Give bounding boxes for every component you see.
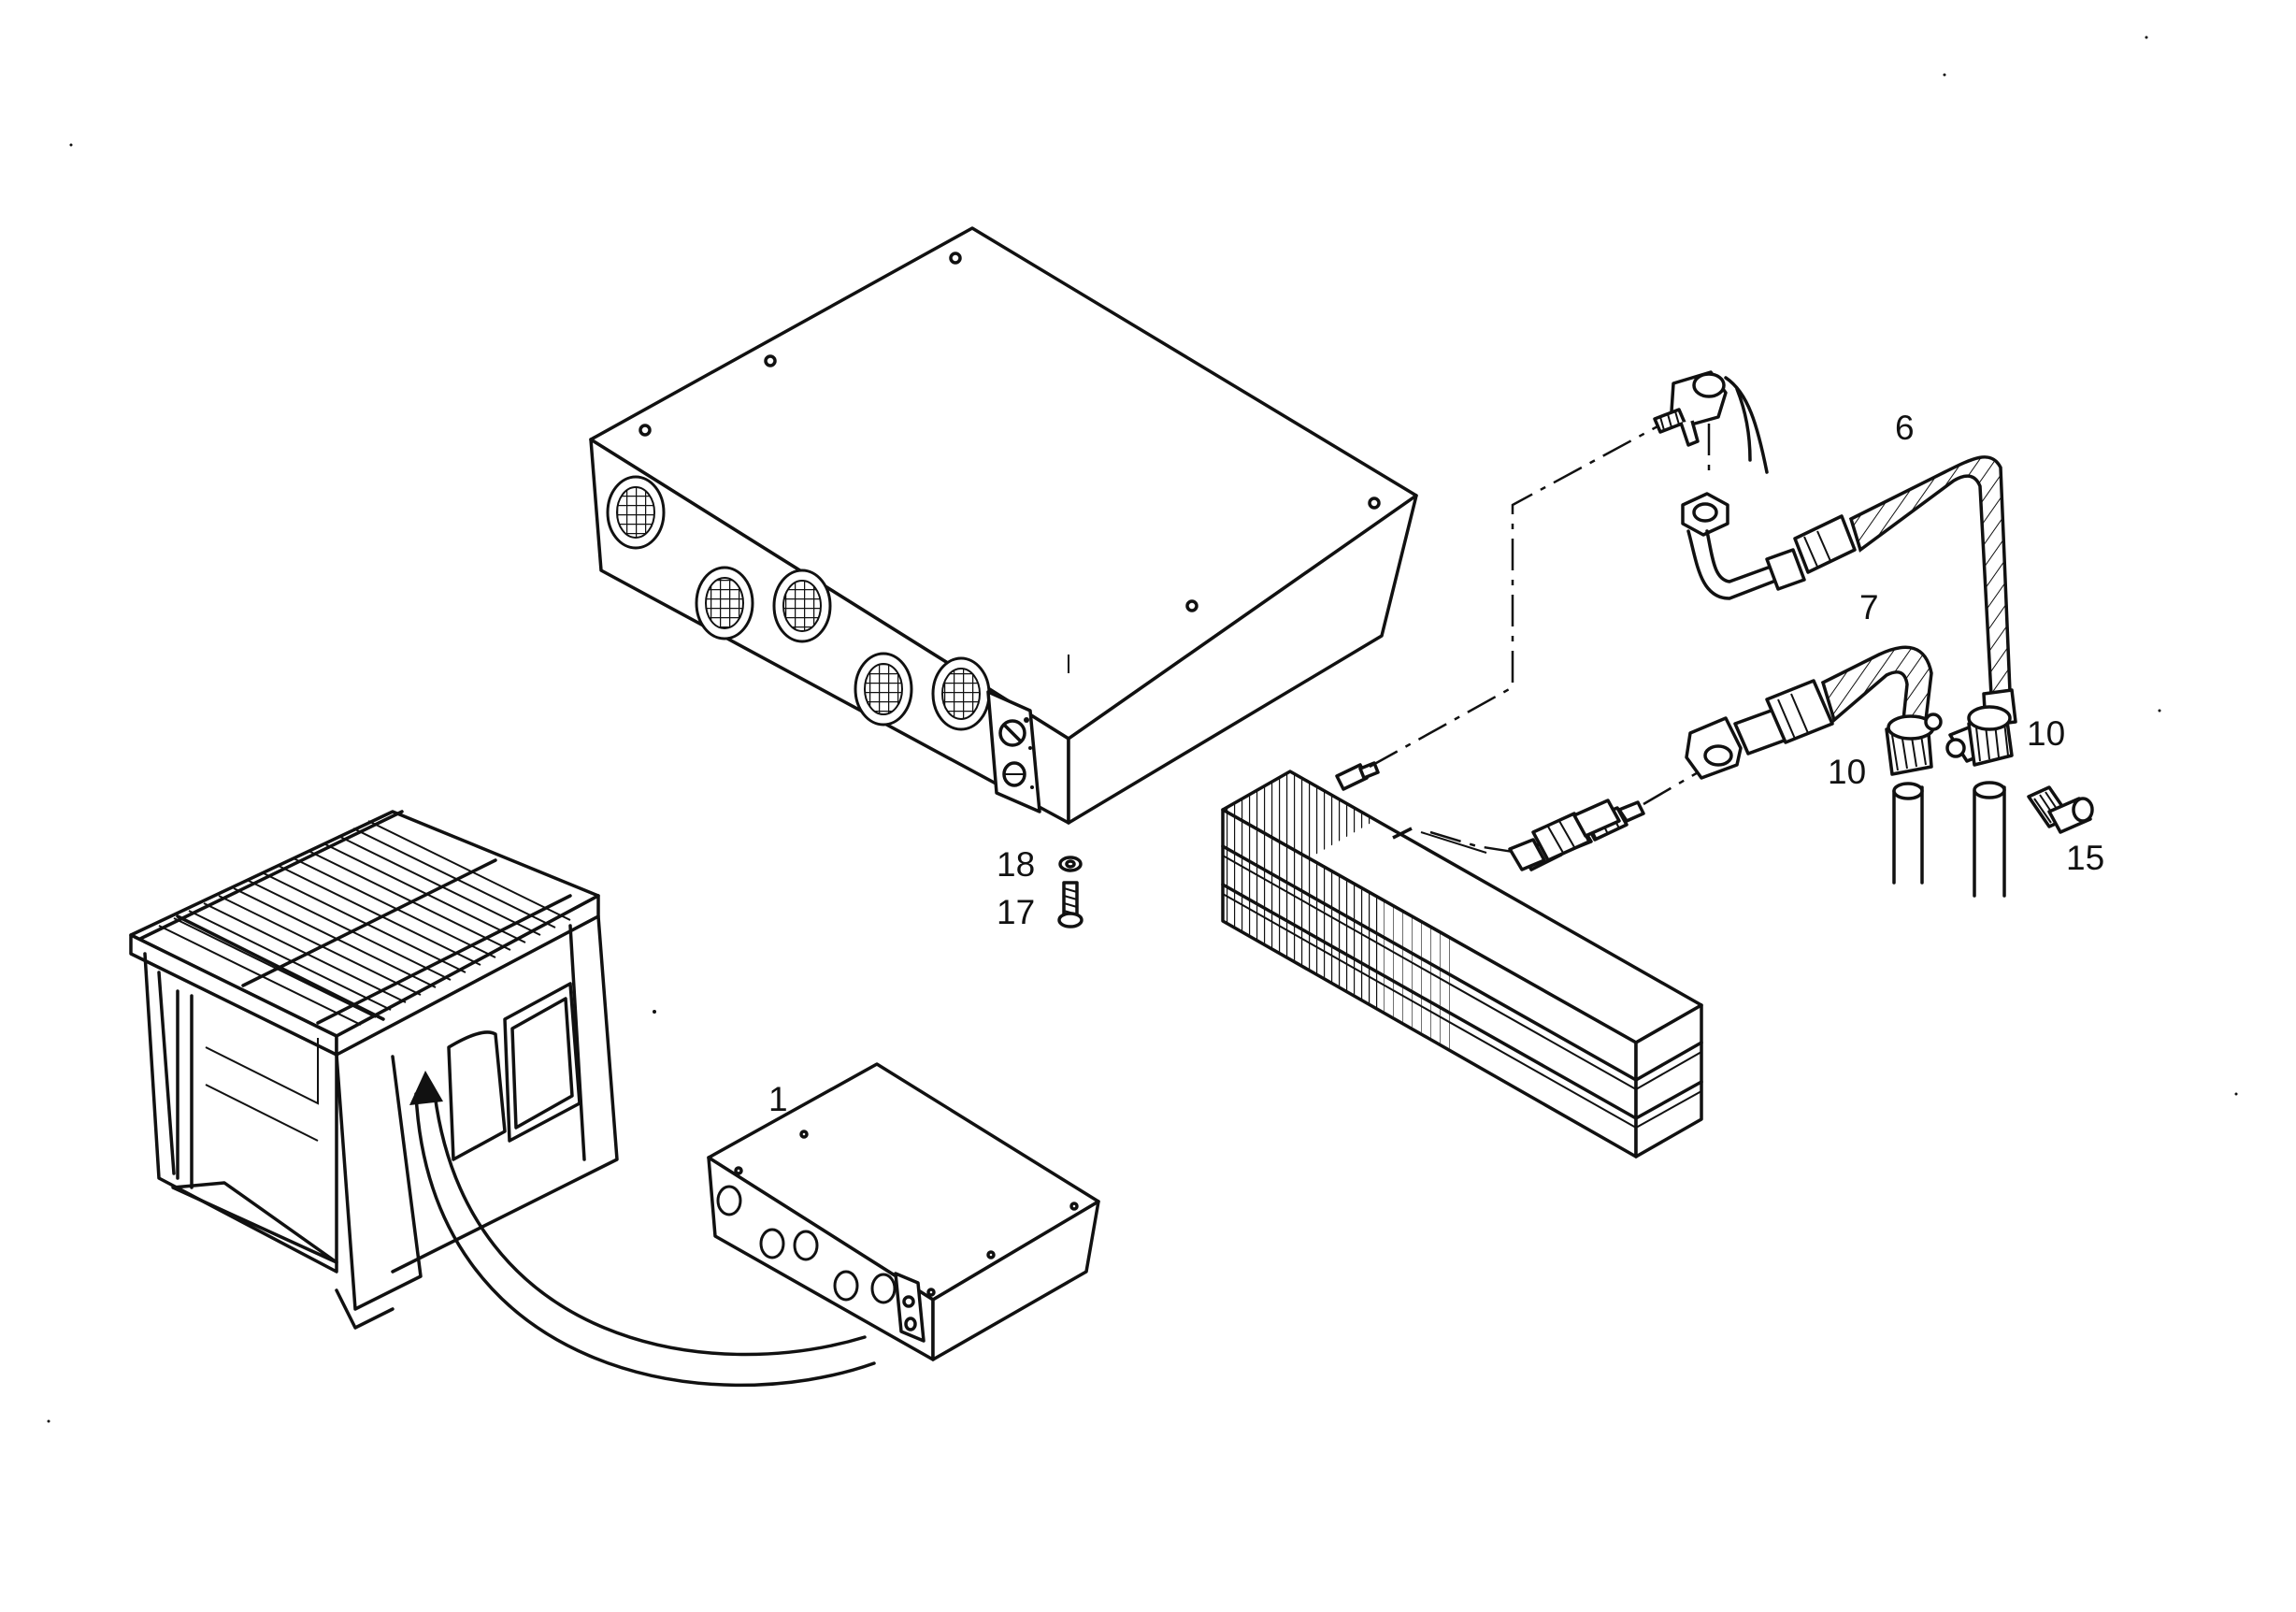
ac-unit-housing <box>589 226 1418 825</box>
callout-17: 17 <box>997 893 1035 931</box>
screw-part-17 <box>1057 881 1083 928</box>
vent-grille <box>606 475 666 550</box>
ac-unit-part-1 <box>707 1062 1100 1361</box>
clamp-part-10-right <box>1945 705 2014 767</box>
callout-6: 6 <box>1895 409 1915 447</box>
callout-7: 7 <box>1859 588 1879 626</box>
scan-dots <box>47 36 2238 1423</box>
pipe-stub <box>1892 782 1924 885</box>
control-panel <box>986 690 1041 813</box>
bolt-part-15 <box>2027 785 2094 834</box>
pressure-switch <box>1653 370 1769 474</box>
callout-15: 15 <box>2066 839 2104 877</box>
vent-grille <box>695 566 754 640</box>
vent-grille <box>772 569 832 643</box>
vent-grille <box>854 652 913 727</box>
centerline <box>1369 424 1660 769</box>
hose-assembly-part-7 <box>1508 645 1933 871</box>
callout-10-right: 10 <box>2027 714 2065 753</box>
pipe-stub <box>1973 781 2006 898</box>
evaporator-core <box>1221 761 1703 1159</box>
washer-part-18 <box>1058 856 1083 872</box>
clamp-part-10-left <box>1885 712 1943 776</box>
installation-arrow <box>409 1071 876 1388</box>
operator-cab <box>129 810 619 1330</box>
callout-10-left: 10 <box>1828 753 1866 791</box>
hose-assembly-part-6 <box>1681 455 2017 727</box>
callout-1: 1 <box>768 1080 788 1118</box>
vent-grille <box>931 656 991 731</box>
centerline <box>1429 830 1520 855</box>
callout-18: 18 <box>997 845 1035 884</box>
